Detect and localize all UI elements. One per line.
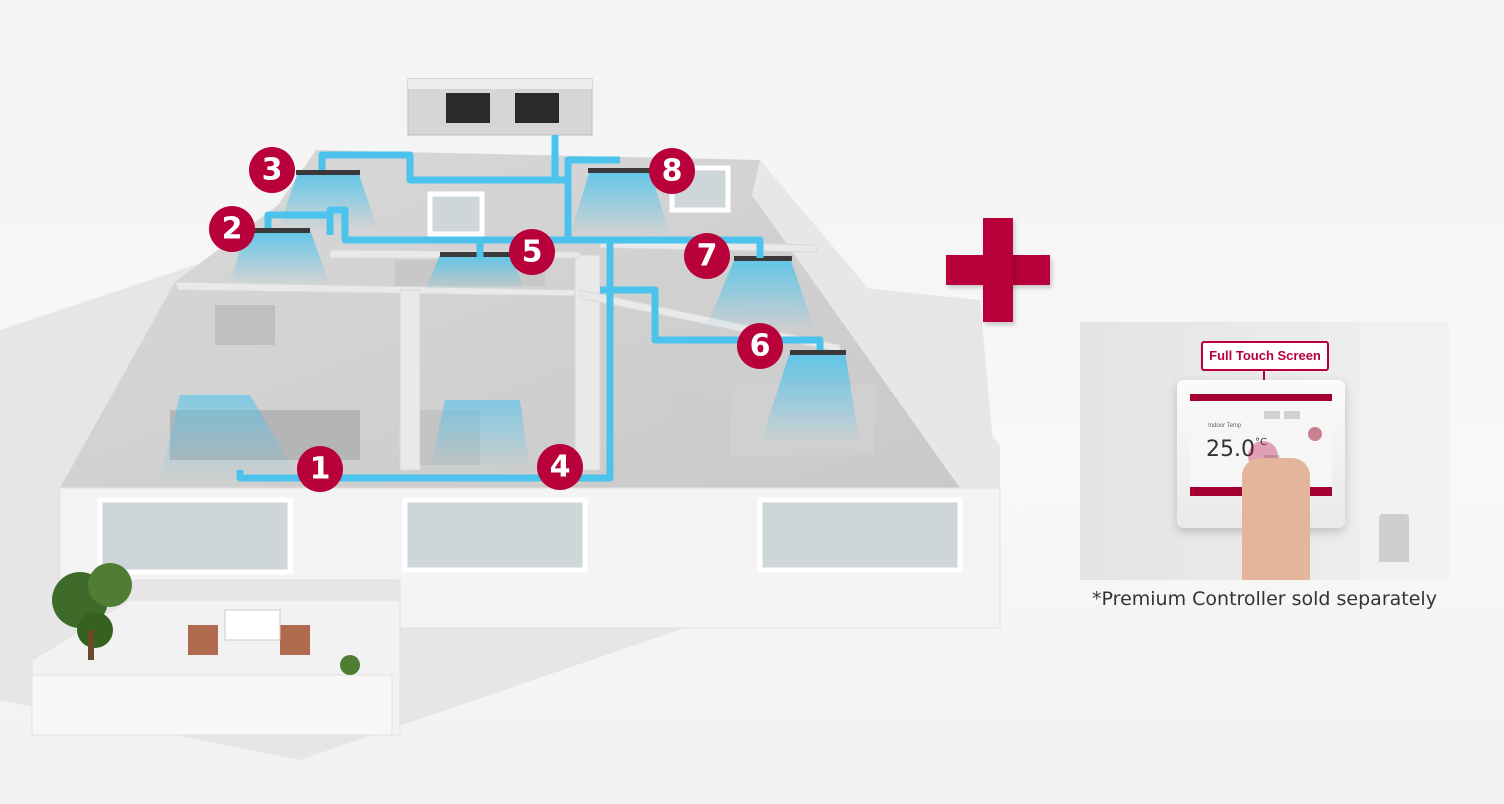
plant-icon <box>52 563 360 675</box>
zone-marker-8: 8 <box>649 148 695 194</box>
svg-text:5: 5 <box>522 235 543 270</box>
zone-marker-2: 2 <box>209 206 255 252</box>
temp-unit: °C <box>1254 437 1267 448</box>
zone-marker-6: 6 <box>737 323 783 369</box>
svg-text:1: 1 <box>310 452 331 487</box>
temp-readout: 25.0°C <box>1206 437 1267 462</box>
zone-marker-1: 1 <box>297 446 343 492</box>
temp-label: Indoor Temp <box>1208 423 1242 429</box>
finger-hand <box>1242 458 1310 580</box>
controller-caption: *Premium Controller sold separately <box>1092 588 1437 610</box>
svg-text:3: 3 <box>262 153 283 188</box>
svg-text:2: 2 <box>222 212 243 247</box>
temp-value: 25.0 <box>1206 437 1255 462</box>
svg-text:8: 8 <box>662 154 683 189</box>
svg-text:7: 7 <box>697 239 718 274</box>
duct-unit <box>407 78 593 136</box>
airflow <box>160 170 860 480</box>
svg-text:4: 4 <box>550 450 571 485</box>
right-wall <box>752 160 1000 488</box>
plus-icon <box>946 218 1050 322</box>
diffusers <box>244 168 846 355</box>
zone-marker-3: 3 <box>249 147 295 193</box>
zone-marker-7: 7 <box>684 233 730 279</box>
full-touch-screen-callout: Full Touch Screen <box>1201 341 1329 371</box>
svg-text:6: 6 <box>750 329 771 364</box>
zone-marker-5: 5 <box>509 229 555 275</box>
patio-chairs <box>188 609 310 655</box>
windows <box>97 165 963 575</box>
duct-lines <box>236 135 824 482</box>
zone-marker-4: 4 <box>537 444 583 490</box>
patio-wall <box>31 674 393 736</box>
